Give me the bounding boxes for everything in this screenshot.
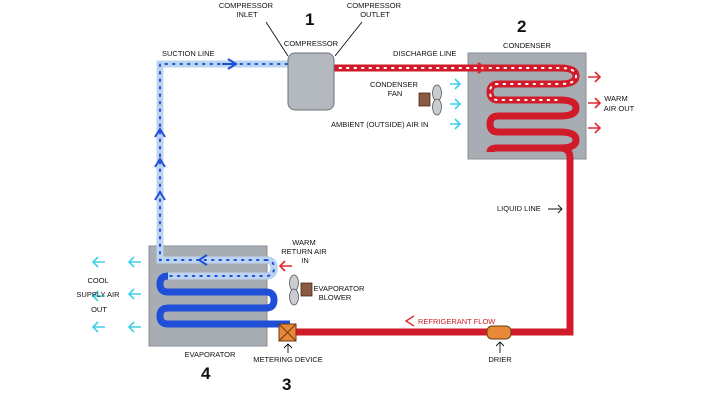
liquid-line-label: LIQUID LINE: [497, 204, 541, 213]
leader-compressor-inlet: [265, 21, 289, 57]
evaporator-blower-label: EVAPORATOR BLOWER: [314, 284, 367, 302]
leader-drier: [495, 341, 505, 353]
number-4: 4: [201, 364, 211, 383]
evaporator-blower-icon: [289, 274, 313, 306]
warm-return-air-arrows: [278, 260, 292, 272]
leader-compressor-outlet: [334, 21, 363, 57]
drier-label: DRIER: [488, 355, 512, 364]
flow-arrow-discharge: [477, 62, 488, 74]
leader-metering: [283, 343, 293, 353]
warm-air-out-label: WARM AIR OUT: [604, 94, 635, 113]
compressor-inlet-label: COMPRESSOR INLET: [219, 1, 275, 19]
metering-device: [278, 323, 297, 342]
leader-liquid-line: [548, 204, 563, 214]
condenser-fan-label: CONDENSER FAN: [370, 80, 420, 98]
cool-supply-air-label: COOL SUPPLY AIR OUT: [76, 276, 121, 314]
number-2: 2: [517, 17, 526, 36]
condenser-fan-icon: [418, 84, 442, 116]
flow-arrow-refrigerant: [404, 315, 415, 327]
flow-arrow-suction-up: [154, 127, 166, 201]
suction-line-label: SUCTION LINE: [162, 49, 215, 58]
discharge-line-label: DISCHARGE LINE: [393, 49, 456, 58]
cool-supply-air-arrows: [91, 256, 141, 333]
ambient-air-in-arrows: [450, 78, 462, 130]
compressor-body: [287, 52, 335, 111]
number-1: 1: [305, 10, 314, 29]
metering-device-label: METERING DEVICE: [253, 355, 323, 364]
flow-arrow-evap: [197, 254, 208, 266]
refrigerant-flow-label: REFRIGERANT FLOW: [418, 317, 496, 326]
evaporator-label: EVAPORATOR: [185, 350, 236, 359]
liquid-line: [290, 144, 574, 336]
ambient-air-label: AMBIENT (OUTSIDE) AIR IN: [331, 120, 428, 129]
number-3: 3: [282, 375, 291, 394]
condenser-label: CONDENSER: [503, 41, 552, 50]
warm-return-air-label: WARM RETURN AIR IN: [281, 238, 329, 265]
suction-line: [156, 60, 292, 264]
compressor-outlet-label: COMPRESSOR OUTLET: [347, 1, 403, 19]
drier: [486, 325, 512, 340]
compressor-label: COMPRESSOR: [284, 39, 339, 48]
warm-air-out-arrows: [588, 71, 602, 134]
